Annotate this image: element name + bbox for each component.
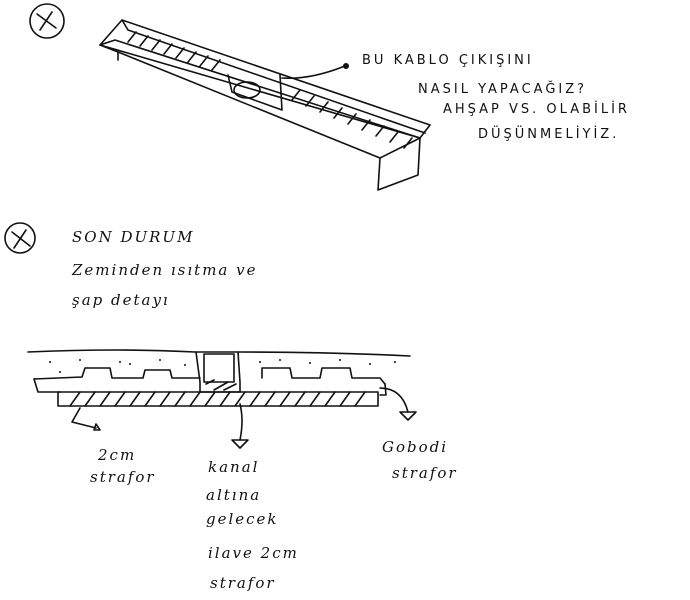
- label-center: kanal altına gelecek ilave 2cm strafor: [206, 458, 299, 592]
- title-line: SON DURUM: [72, 228, 194, 246]
- marker-circle-1: [29, 3, 65, 39]
- title-2: SON DURUM Zeminden ısıtma ve şap detayı: [71, 228, 258, 309]
- label-line: strafor: [90, 468, 156, 486]
- aggregate-dots: [49, 359, 396, 373]
- label-right: Gobodi strafor: [382, 438, 458, 482]
- slots-right: [291, 89, 413, 149]
- cable-trunking-sketch: [99, 19, 431, 191]
- note-line: BU KABLO ÇIKIŞINI: [362, 53, 534, 68]
- label-line: strafor: [210, 574, 276, 592]
- label-line: strafor: [392, 464, 458, 482]
- label-line: gelecek: [206, 510, 279, 528]
- note-1: BU KABLO ÇIKIŞINI NASIL YAPACAĞIZ? AHŞAP…: [362, 53, 630, 142]
- floor-heating-section: [27, 349, 417, 449]
- label-line: kanal: [208, 458, 259, 476]
- marker-circle-2: [4, 222, 36, 254]
- label-left: 2cm strafor: [90, 446, 156, 486]
- note-line: NASIL YAPACAĞIZ?: [418, 81, 587, 97]
- title-line: şap detayı: [72, 291, 170, 309]
- note-line: AHŞAP VS. OLABİLİR: [443, 101, 630, 117]
- note-line: DÜŞÜNMELİYİZ.: [478, 125, 619, 142]
- label-line: altına: [206, 486, 261, 504]
- label-line: 2cm: [97, 446, 136, 464]
- title-line: Zeminden ısıtma ve: [71, 261, 258, 279]
- slots-left: [127, 31, 221, 71]
- label-line: ilave 2cm: [208, 544, 299, 562]
- label-line: Gobodi: [382, 438, 448, 456]
